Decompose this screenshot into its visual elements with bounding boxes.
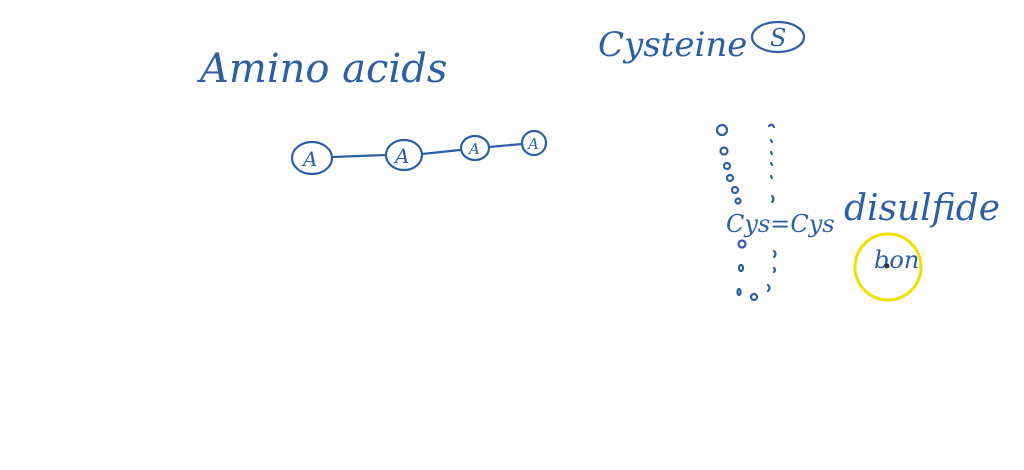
- disulfide-bridge-label: Cys=Cys: [726, 210, 835, 238]
- amino-acid-chain: A A A A: [290, 129, 548, 176]
- left-strand-dots: [715, 123, 759, 302]
- right-strand-dots: [766, 123, 777, 293]
- cursor-highlight-ring: [853, 232, 923, 302]
- chain-bond-1: [330, 153, 388, 159]
- chain-bond-3: [487, 142, 524, 149]
- disulfide-label: disulfide: [844, 188, 1000, 229]
- chain-residue-1: A: [290, 140, 334, 176]
- cursor-dot: [884, 263, 890, 269]
- bond-label: bon: [874, 246, 919, 274]
- svg-text:A: A: [467, 140, 480, 158]
- chain-residue-3: A: [459, 134, 491, 162]
- sulfur-letter: S: [770, 24, 786, 52]
- cysteine-heading: Cysteine: [598, 25, 747, 65]
- sulfur-circle: S: [750, 20, 806, 54]
- chain-residue-2: A: [384, 138, 424, 172]
- chain-bond-2: [420, 148, 462, 156]
- svg-text:A: A: [526, 135, 539, 153]
- svg-text:A: A: [301, 147, 317, 171]
- amino-acids-heading: Amino acids: [196, 46, 447, 92]
- svg-text:A: A: [393, 144, 409, 168]
- chain-residue-4: A: [520, 129, 548, 157]
